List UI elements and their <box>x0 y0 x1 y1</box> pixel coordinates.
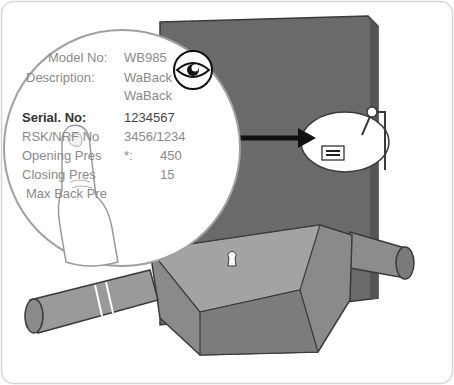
bracket-wire <box>362 112 385 170</box>
pipe-band <box>95 282 113 316</box>
label-text: 1234567 <box>124 111 175 125</box>
label-text: Description: <box>26 71 95 85</box>
inlet-pipe-end <box>25 299 43 333</box>
label-text: WaBack <box>124 71 172 85</box>
label-text: Closing Pres <box>22 168 96 182</box>
eye-pupil <box>187 64 199 76</box>
label-text: 450 <box>160 149 182 163</box>
label-text: Serial. No: <box>22 111 86 125</box>
pointer-arrow <box>238 136 300 141</box>
pointer-arrow-head <box>298 128 316 148</box>
label-plate <box>301 112 389 172</box>
label-lines <box>326 151 340 155</box>
label-text: 15 <box>160 168 174 182</box>
label-text: RSK/NRF No <box>22 130 99 144</box>
inlet-pipe <box>30 270 158 333</box>
magnifier-circle <box>4 30 240 266</box>
label-sticker <box>322 146 344 160</box>
label-text: WB985 <box>124 51 167 65</box>
eye-outline <box>177 63 209 77</box>
eye-icon <box>174 51 212 89</box>
outlet-pipe-end <box>396 247 414 279</box>
label-text: *: <box>124 149 133 163</box>
label-text: Opening Pres <box>22 149 102 163</box>
keyhole <box>228 251 236 266</box>
label-text: WaBack <box>124 89 172 103</box>
label-text: 3456/1234 <box>124 130 185 144</box>
bolt <box>367 107 377 117</box>
hopper-front <box>200 290 318 355</box>
label-text: Model No: <box>48 51 107 65</box>
eye-highlight <box>192 65 199 72</box>
label-text: Max Back Pre <box>26 187 107 201</box>
